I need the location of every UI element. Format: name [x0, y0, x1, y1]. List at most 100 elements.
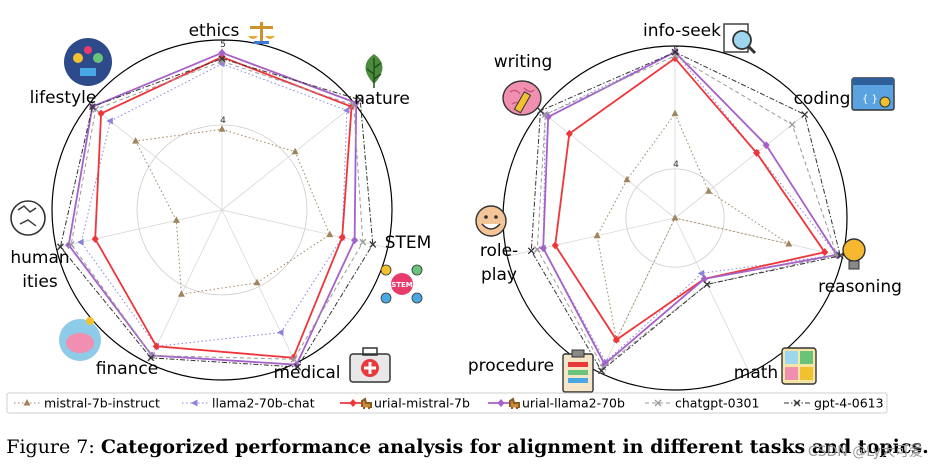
watermark: CSDN @Ly大可爱 — [807, 444, 923, 460]
lifestyle-icon — [64, 38, 112, 86]
series-line — [542, 50, 839, 366]
radar-spoke — [507, 217, 676, 257]
legend-marker — [23, 399, 31, 406]
category-label-lifestyle: lifestyle — [30, 88, 97, 108]
series-point — [671, 109, 679, 117]
category-label-writing: writing — [494, 52, 553, 72]
series-point — [326, 230, 334, 238]
series-line — [134, 128, 331, 295]
legend-marker — [349, 399, 357, 407]
legend-label: urial-llama2-70b — [522, 396, 625, 411]
series-point — [533, 245, 541, 253]
series-point — [359, 238, 367, 246]
legend-label: gpt-4-0613 — [814, 396, 884, 411]
series-line — [596, 112, 790, 342]
svg-text:STEM: STEM — [391, 281, 413, 289]
series-point — [539, 244, 547, 253]
series-point — [785, 239, 793, 247]
radar-spoke — [56, 209, 223, 249]
series-point — [277, 329, 284, 337]
legend-box — [6, 392, 888, 414]
series-point — [152, 342, 160, 351]
series-point — [342, 106, 350, 114]
radar-spoke — [600, 217, 676, 374]
stem-icon: STEM — [380, 264, 423, 304]
series-gpt-4-0613 — [56, 55, 377, 371]
caption-prefix: Figure 7: — [6, 436, 95, 458]
series-point — [671, 48, 679, 56]
series-chatgpt-0301 — [67, 57, 367, 363]
series-line — [530, 51, 841, 372]
series-line — [542, 51, 838, 363]
series-point — [356, 96, 364, 104]
clipboard-icon — [562, 349, 594, 393]
radar-tick-label: 5 — [220, 40, 226, 50]
series-point — [601, 360, 609, 369]
series-point — [369, 240, 377, 248]
series-point — [703, 280, 711, 288]
series-urial-mistral-7b — [551, 54, 829, 344]
series-point — [351, 236, 359, 245]
category-label-humanities: ities — [22, 272, 58, 292]
legend-label: urial-mistral-7b — [374, 396, 470, 411]
series-point — [291, 147, 299, 155]
series-point — [671, 214, 679, 221]
legend-marker — [793, 399, 801, 407]
series-point — [753, 148, 761, 157]
category-label-medical: medical — [273, 363, 340, 383]
series-point — [290, 355, 298, 363]
legend-marker — [497, 399, 505, 407]
series-point — [56, 243, 64, 251]
lightbulb-icon — [842, 238, 866, 270]
series-mistral-7b-instruct — [593, 109, 793, 343]
series-point — [350, 101, 358, 109]
series-urial-mistral-7b — [91, 53, 356, 362]
radar-spoke — [221, 103, 356, 211]
scales-icon — [248, 22, 275, 44]
series-point — [836, 252, 844, 260]
legend-entry-llama2-70b-chat: llama2-70b-chat — [182, 396, 315, 411]
category-label-humanities: human — [10, 248, 69, 268]
series-point — [551, 241, 559, 250]
series-point — [177, 290, 185, 297]
series-point — [565, 129, 573, 138]
series-line — [80, 63, 348, 347]
legend-label: mistral-7b-instruct — [44, 396, 160, 411]
series-point — [77, 238, 84, 246]
series-point — [91, 234, 99, 243]
legend-entry-mistral-7b-instruct: mistral-7b-instruct — [14, 396, 160, 411]
radar-spoke — [221, 209, 297, 364]
series-point — [700, 274, 708, 283]
series-line — [67, 51, 358, 366]
series-point — [338, 233, 346, 242]
series-urial-llama2-70b — [65, 48, 360, 369]
category-label-role-play: play — [481, 265, 517, 285]
first-aid-kit-icon — [349, 347, 391, 383]
category-label-reasoning: reasoning — [818, 277, 902, 297]
series-line — [554, 57, 827, 342]
series-point — [88, 103, 96, 111]
series-point — [705, 187, 713, 194]
series-line — [94, 56, 353, 359]
series-point — [788, 121, 796, 129]
series-line — [59, 58, 374, 368]
legend-entry-urial-llama2-70b: urial-llama2-70b — [488, 396, 625, 411]
figure-caption: Figure 7: Categorized performance analys… — [0, 436, 935, 458]
category-label-coding: coding — [794, 89, 851, 109]
series-llama2-70b-chat — [77, 60, 350, 350]
category-label-ethics: ethics — [189, 21, 240, 41]
series-point — [218, 48, 226, 57]
radar-chart-tasks: 45info-seekcodingreasoningmathprocedurer… — [468, 21, 902, 391]
series-gpt-4-0613 — [527, 48, 844, 375]
radar-spoke — [540, 110, 676, 219]
series-point — [801, 111, 809, 119]
smiling-face-icon — [475, 205, 507, 237]
calculator-icon — [781, 347, 817, 385]
series-mistral-7b-instruct — [132, 125, 334, 297]
category-icons: STEM { } — [10, 22, 895, 393]
svg-text:{ }: { } — [862, 94, 878, 105]
legend-label: chatgpt-0301 — [675, 396, 759, 411]
series-point — [97, 109, 105, 118]
category-label-STEM: STEM — [385, 233, 432, 253]
